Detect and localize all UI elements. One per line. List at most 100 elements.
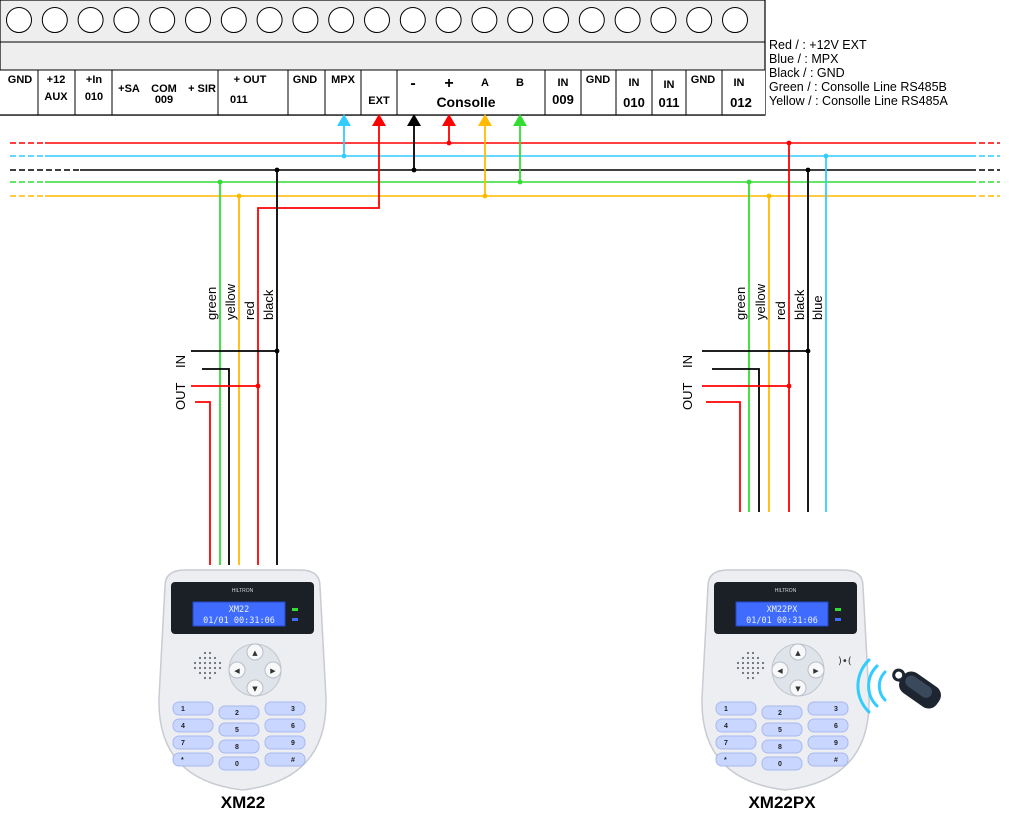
keypad-key[interactable] xyxy=(715,701,757,716)
keypad-key[interactable] xyxy=(264,735,306,750)
xm22px-wiring xyxy=(702,143,827,512)
keypad-key-label: 8 xyxy=(235,744,239,751)
terminal-screw xyxy=(435,7,462,33)
nav-up-button[interactable] xyxy=(789,643,807,661)
wire-label-black-right: black xyxy=(792,289,807,320)
terminal-screw xyxy=(6,7,32,33)
terminal-in010b-bottom: 010 xyxy=(623,95,645,110)
nav-right-button[interactable] xyxy=(807,661,825,679)
rfid-key-fob-icon xyxy=(892,668,941,709)
nav-down-button[interactable] xyxy=(789,679,807,697)
keypad-key[interactable] xyxy=(761,705,803,720)
keypad-key-label: 8 xyxy=(778,744,782,751)
keypad-key[interactable] xyxy=(172,735,214,750)
terminal-b: B xyxy=(516,77,524,89)
terminal-screw xyxy=(543,7,569,33)
keypad-key[interactable] xyxy=(761,756,803,771)
keypad-key-label: 9 xyxy=(834,740,838,747)
nav-right-button[interactable] xyxy=(264,661,282,679)
keypad-key-label: 3 xyxy=(834,706,838,713)
keypad-key[interactable] xyxy=(807,735,849,750)
wire-label-blue-right: blue xyxy=(810,295,825,320)
terminal-labels: GND +12 AUX +In 010 +SA COM 009 + SIR + … xyxy=(8,74,752,110)
keypad-key-label: 5 xyxy=(235,727,239,734)
keypad-key[interactable] xyxy=(218,722,260,737)
io-in-left: IN xyxy=(173,355,188,368)
color-legend: Red / : +12V EXT Blue / : MPX Black / : … xyxy=(769,38,948,108)
keypad-key[interactable] xyxy=(218,756,260,771)
terminal-com: COM xyxy=(151,83,177,95)
legend-black: Black / : GND xyxy=(769,66,845,80)
terminal-screw xyxy=(471,7,498,33)
wire-label-red-right: red xyxy=(773,301,788,320)
keypad-key-label: 2 xyxy=(235,710,239,717)
keypad-key[interactable] xyxy=(172,752,214,767)
terminal-ext: EXT xyxy=(368,95,390,107)
terminal-in010b-top: IN xyxy=(629,77,640,89)
xm22-wiring xyxy=(191,170,278,565)
terminal-in010-top: +In xyxy=(86,74,102,86)
keypad-brand: HILTRON xyxy=(775,588,797,594)
wire-label-yellow-left: yellow xyxy=(223,283,238,320)
terminal-screw xyxy=(399,7,426,33)
keypad-key[interactable] xyxy=(264,701,306,716)
keypad-key[interactable] xyxy=(807,701,849,716)
io-out-left: OUT xyxy=(173,383,188,411)
keypad-key-label: 4 xyxy=(181,723,185,730)
nav-left-button[interactable] xyxy=(771,661,789,679)
nav-down-icon: ▼ xyxy=(252,685,258,693)
keypad-key-label: 3 xyxy=(291,706,295,713)
terminal-out-top: + OUT xyxy=(234,74,267,86)
lcd-line-2: 01/01 00:31:06 xyxy=(746,616,818,626)
terminal-screw xyxy=(614,7,641,33)
keypad-lcd xyxy=(192,601,286,627)
wire-label-yellow-right: yellow xyxy=(753,283,768,320)
terminal-in009-top: IN xyxy=(558,77,569,89)
wire-label-black-left: black xyxy=(261,289,276,320)
keypad-key[interactable] xyxy=(761,722,803,737)
wire-label-green-right: green xyxy=(733,287,748,320)
terminal-in011-bottom: 011 xyxy=(659,95,680,110)
keypad-key-label: * xyxy=(724,757,727,764)
keypad-lcd xyxy=(735,601,829,627)
keypad-key-label: 6 xyxy=(291,723,295,730)
io-in-right: IN xyxy=(680,355,695,368)
keypad-key[interactable] xyxy=(218,739,260,754)
lcd-line-2: 01/01 00:31:06 xyxy=(203,616,275,626)
legend-green: Green / : Consolle Line RS485B xyxy=(769,80,947,94)
keypad-key[interactable] xyxy=(715,752,757,767)
lcd-line-1: XM22PX xyxy=(767,605,799,615)
nav-down-button[interactable] xyxy=(246,679,264,697)
terminal-gnd-1: GND xyxy=(8,74,33,86)
nav-right-icon: ▶ xyxy=(813,667,819,675)
terminal-screw xyxy=(149,7,176,33)
bus-lines xyxy=(10,142,1000,197)
terminal-in010-bottom: 010 xyxy=(85,91,103,103)
keypad-key[interactable] xyxy=(172,701,214,716)
keypad-key[interactable] xyxy=(715,735,757,750)
keypad-key[interactable] xyxy=(172,718,214,733)
keypad-key[interactable] xyxy=(807,718,849,733)
keypad-key-label: 6 xyxy=(834,723,838,730)
keypad-key-label: 0 xyxy=(235,761,239,768)
status-led-blue xyxy=(835,618,841,621)
wire-label-green-left: green xyxy=(204,287,219,320)
nav-up-button[interactable] xyxy=(246,643,264,661)
keypad-key[interactable] xyxy=(807,752,849,767)
junction-dots xyxy=(217,140,829,389)
terminal-screw xyxy=(328,7,355,33)
keypad-key[interactable] xyxy=(761,739,803,754)
keypad-key[interactable] xyxy=(264,752,306,767)
proximity-signal-icon xyxy=(856,658,887,714)
terminal-com-009: 009 xyxy=(155,94,173,106)
terminal-a: A xyxy=(481,77,489,89)
keypad-key[interactable] xyxy=(264,718,306,733)
keypad-key[interactable] xyxy=(218,705,260,720)
nav-left-icon: ◀ xyxy=(777,667,783,675)
nav-left-button[interactable] xyxy=(228,661,246,679)
terminal-mpx: MPX xyxy=(331,74,356,86)
keypad-key[interactable] xyxy=(715,718,757,733)
terminal-plus: + xyxy=(444,75,453,92)
terminal-in012-top: IN xyxy=(734,77,745,89)
model-caption-xm22: XM22 xyxy=(221,793,265,812)
